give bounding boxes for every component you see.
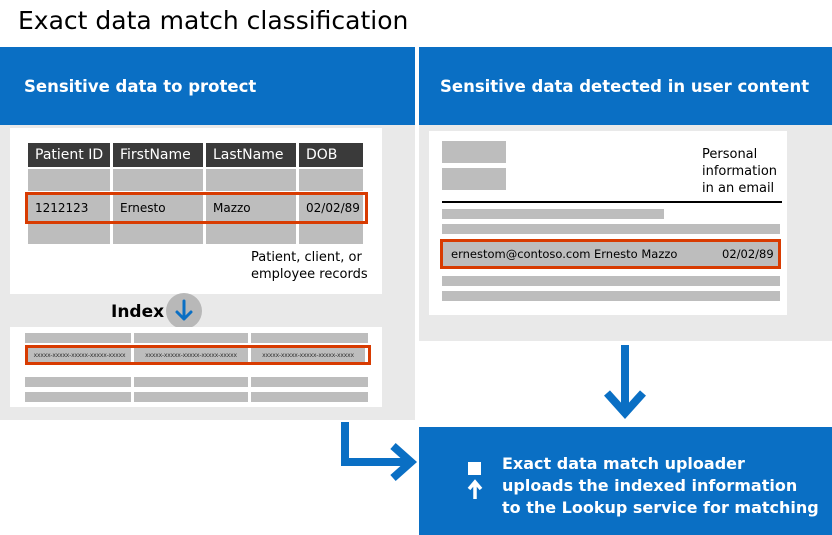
email-placeholder [442, 141, 506, 163]
right-banner-label: Sensitive data detected in user content [440, 76, 810, 96]
index-row-placeholder [251, 377, 368, 387]
col-header-patient-id: Patient ID [28, 143, 110, 167]
table-row-placeholder [206, 169, 296, 191]
cell-patient-id: 1212123 [28, 195, 110, 221]
cell-firstname: Ernesto [113, 195, 203, 221]
records-caption: Patient, client, or employee records [251, 250, 368, 282]
table-row-placeholder [28, 224, 110, 244]
table-row-placeholder [113, 224, 203, 244]
index-row-placeholder [25, 392, 131, 402]
index-row-placeholder [134, 377, 248, 387]
match-email: ernestom@contoso.com [451, 247, 591, 261]
index-highlight-box [25, 345, 371, 365]
email-placeholder [442, 291, 780, 301]
index-label: Index [111, 302, 165, 322]
index-cell: xxxxx-xxxxx-xxxxx-xxxxx-xxxxx [251, 348, 365, 362]
table-row-placeholder [299, 169, 363, 191]
index-row-placeholder [251, 392, 368, 402]
highlight-row-box [25, 192, 368, 224]
email-label: Personal information in an email [702, 147, 778, 196]
table-row-placeholder [206, 224, 296, 244]
cell-dob: 02/02/89 [299, 195, 363, 221]
right-banner: Sensitive data detected in user content [419, 47, 832, 125]
elbow-arrow-icon [335, 422, 419, 484]
email-placeholder [442, 276, 780, 286]
email-placeholder [442, 224, 780, 234]
index-row-placeholder [251, 333, 368, 343]
page-title: Exact data match classification [18, 6, 409, 35]
email-placeholder [442, 168, 506, 190]
arrow-down-icon [600, 343, 650, 421]
table-row-placeholder [113, 169, 203, 191]
table-row-placeholder [299, 224, 363, 244]
left-banner: Sensitive data to protect [0, 47, 415, 125]
col-header-dob: DOB [299, 143, 363, 167]
index-row-placeholder [25, 333, 131, 343]
match-name: Ernesto Mazzo [594, 247, 678, 261]
uploader-text: Exact data match uploader uploads the in… [502, 454, 819, 517]
index-row-placeholder [25, 377, 131, 387]
table-row-placeholder [28, 169, 110, 191]
uploader-box [419, 427, 832, 535]
col-header-firstname: FirstName [113, 143, 203, 167]
index-row-placeholder [134, 392, 248, 402]
cell-lastname: Mazzo [206, 195, 296, 221]
index-cell: xxxxx-xxxxx-xxxxx-xxxxx-xxxxx [134, 348, 248, 362]
index-cell: xxxxx-xxxxx-xxxxx-xxxxx-xxxxx [28, 348, 131, 362]
arrow-down-circle-icon [165, 292, 203, 330]
email-match-row [443, 242, 778, 266]
email-divider [442, 201, 782, 203]
index-row-placeholder [134, 333, 248, 343]
email-highlight-box [440, 239, 781, 269]
email-placeholder [442, 209, 664, 219]
upload-icon [465, 462, 487, 500]
match-dob: 02/02/89 [722, 247, 774, 261]
left-banner-label: Sensitive data to protect [24, 76, 257, 96]
col-header-lastname: LastName [206, 143, 296, 167]
